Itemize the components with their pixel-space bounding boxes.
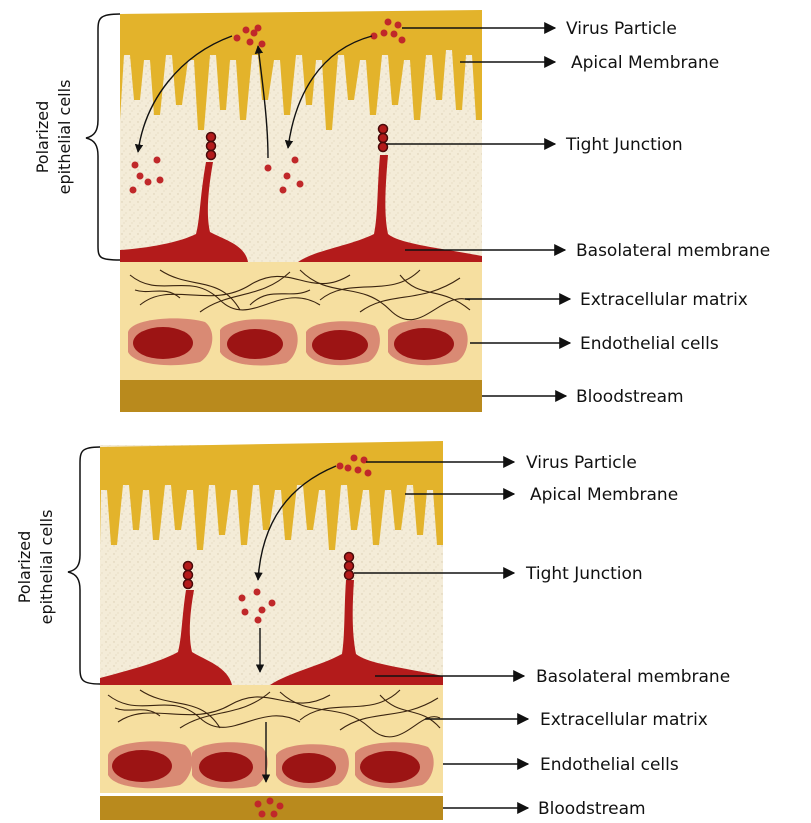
label-extracellular-matrix: Extracellular matrix (540, 710, 708, 730)
label-virus-particle: Virus Particle (566, 19, 677, 39)
panel-2: Polarized epithelial cells Virus Particl… (15, 441, 730, 820)
label-basolateral-membrane: Basolateral membrane (576, 241, 770, 261)
tight-junction-left (184, 562, 193, 589)
epithelial-brace (68, 447, 100, 684)
label-apical-membrane: Apical Membrane (530, 485, 678, 505)
label-endothelial-cells: Endothelial cells (580, 334, 719, 354)
label-endothelial-cells: Endothelial cells (540, 755, 679, 775)
side-label-line2: epithelial cells (37, 510, 56, 625)
label-extracellular-matrix: Extracellular matrix (580, 290, 748, 310)
label-bloodstream: Bloodstream (576, 387, 684, 407)
tight-junction-right (345, 553, 354, 580)
label-basolateral-membrane: Basolateral membrane (536, 667, 730, 687)
label-apical-membrane: Apical Membrane (571, 53, 719, 73)
epithelial-brace (86, 14, 120, 260)
label-tight-junction: Tight Junction (565, 135, 683, 155)
label-bloodstream: Bloodstream (538, 799, 646, 819)
side-label-line1: Polarized (15, 531, 34, 604)
panel-1: Polarized epithelial cells Virus Particl… (33, 10, 770, 412)
side-label-line2: epithelial cells (55, 80, 74, 195)
side-label-line1: Polarized (33, 101, 52, 174)
label-tight-junction: Tight Junction (525, 564, 643, 584)
tight-junction-left (207, 133, 216, 160)
label-virus-particle: Virus Particle (526, 453, 637, 473)
bloodstream (120, 380, 482, 412)
tight-junction-right (379, 125, 388, 152)
